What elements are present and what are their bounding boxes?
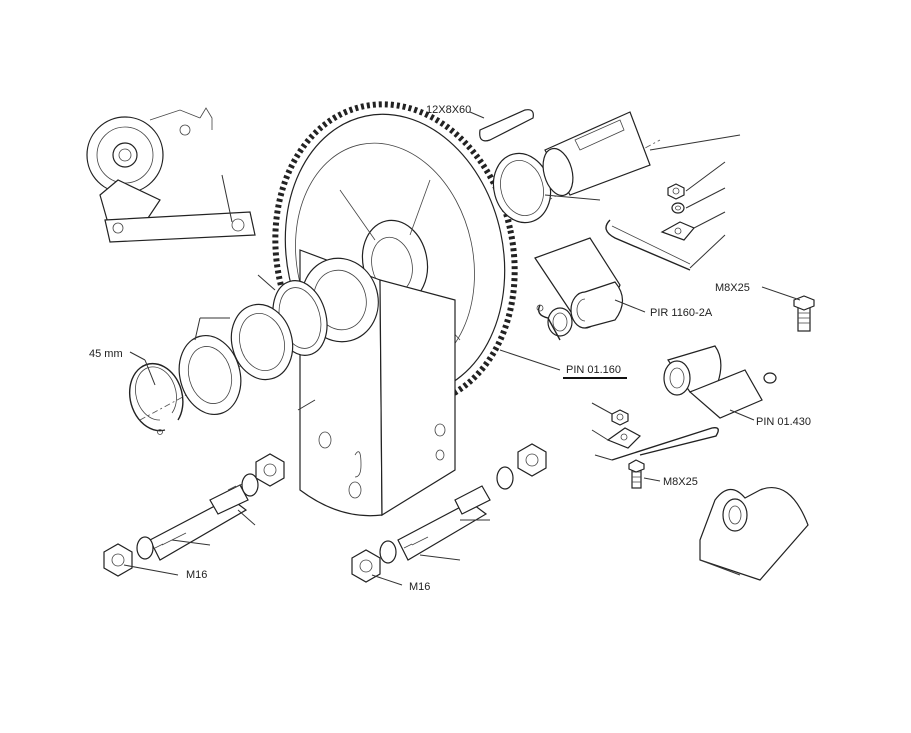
clip-plate-middle — [606, 427, 641, 449]
brake-drum-assembly — [86, 107, 256, 243]
label-pin-upper: PIR 1160-2A — [650, 307, 713, 319]
nut-m16-left-upper — [255, 453, 285, 487]
long-pin-middle — [611, 426, 719, 461]
label-circlip-size: 45 mm — [89, 348, 123, 360]
washer-right-lower — [379, 540, 397, 564]
hinge-bracket-right — [663, 345, 777, 419]
washer-outer — [178, 334, 242, 416]
axle-left — [149, 483, 249, 561]
nut-m16-left — [103, 543, 133, 577]
label-bolt-mid: M8X25 — [663, 476, 698, 488]
label-pin-center: PIN 01.160 — [566, 364, 621, 376]
label-nut-right: M16 — [409, 581, 430, 593]
clip-plate-top-right — [660, 221, 695, 241]
nut-middle — [611, 409, 629, 426]
label-key: 12X8X60 — [426, 104, 471, 116]
long-split-pin — [605, 219, 691, 271]
angle-bracket-bottom-right — [699, 486, 809, 581]
washer-left-lower — [136, 536, 154, 560]
label-nut-left: M16 — [186, 569, 207, 581]
washer-top-right — [671, 202, 685, 214]
small-ring-upper — [547, 307, 573, 337]
split-pin-small — [536, 304, 561, 341]
axle-right — [397, 485, 491, 561]
circlip — [129, 362, 184, 435]
bolt-m8x25-top — [793, 295, 815, 332]
nut-top-right — [667, 183, 685, 200]
slotted-sleeve — [542, 111, 651, 197]
label-pin-right: PIN 01.430 — [756, 416, 811, 428]
washer-middle — [230, 303, 294, 381]
nut-m16-right-upper — [517, 443, 547, 477]
leader-lines — [123, 111, 801, 586]
hinge-bracket-upper — [534, 237, 624, 329]
label-bolt-top: M8X25 — [715, 282, 750, 294]
bolt-m8x25-mid — [628, 459, 645, 489]
shaft-key — [479, 109, 534, 142]
washer-left-upper — [241, 473, 259, 497]
washer-right-upper — [496, 466, 514, 490]
nut-m16-right — [351, 549, 381, 583]
